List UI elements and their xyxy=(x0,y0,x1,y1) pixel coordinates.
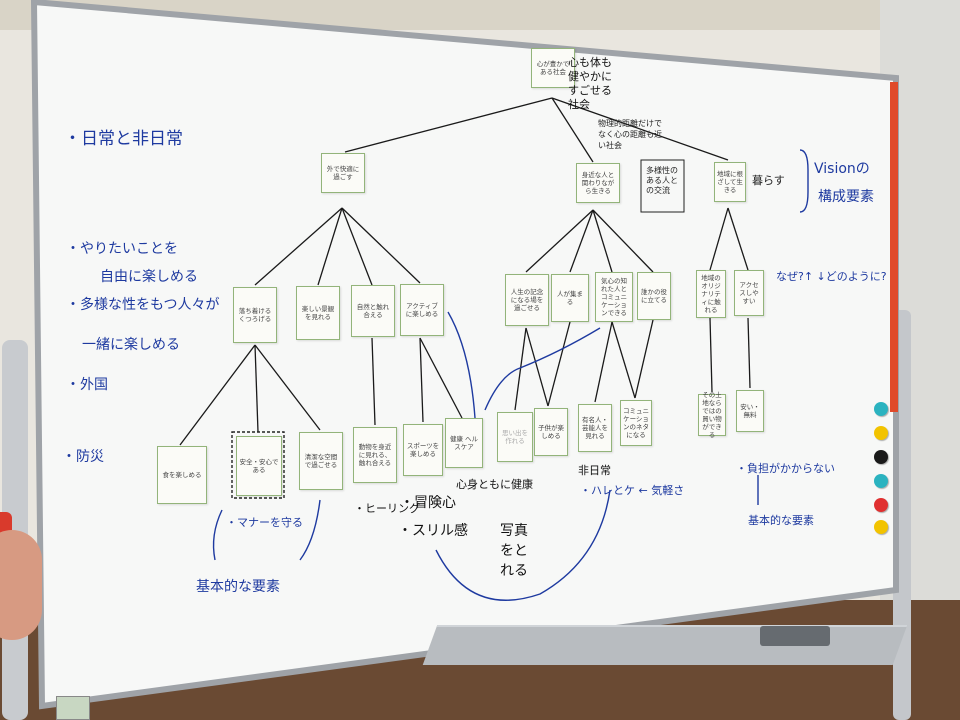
magnet xyxy=(874,498,888,512)
sticky-note: 気心の知れた人とコミュニケーションできる xyxy=(595,272,633,322)
sticky-note: 子供が楽しめる xyxy=(534,408,568,456)
sticky-note-faded: 思い出を作れる xyxy=(497,412,533,462)
handwritten-text: 構成要素 xyxy=(818,189,874,205)
handwritten-text: 基本的な要素 xyxy=(748,514,814,527)
sticky-note: 地域のオリジナリティに触れる xyxy=(696,270,726,318)
sticky-note: 楽しい景観を見れる xyxy=(296,286,340,340)
handwritten-text: 非日常 xyxy=(578,464,611,477)
handwritten-text: 多様性のある人との交流 xyxy=(646,166,678,195)
handwritten-text: ・ハレとケ ← 気軽さ xyxy=(580,484,685,497)
sticky-note: 清潔な空間で過ごせる xyxy=(299,432,343,490)
handwritten-text: ・スリル感 xyxy=(398,523,468,539)
whiteboard-red-edge xyxy=(890,82,898,412)
sticky-note: 人生の記念になる場を過ごせる xyxy=(505,274,549,326)
sticky-note: 自然と触れ合える xyxy=(351,285,395,337)
sticky-note: 身近な人と関わりながら生きる xyxy=(576,163,620,203)
sticky-note: アクセスしやすい xyxy=(734,270,764,316)
handwritten-text: なぜ?↑ ↓どのように? xyxy=(776,270,887,283)
handwritten-text: Visionの xyxy=(814,161,870,177)
person-hand xyxy=(0,530,42,640)
marker-tray xyxy=(422,625,908,665)
sticky-note: 動物を身近に見れる、触れ合える xyxy=(353,427,397,483)
magnet xyxy=(874,426,888,440)
sticky-note: 健康 ヘルスケア xyxy=(445,418,483,468)
sticky-note: 地域に根ざして生きる xyxy=(714,162,746,202)
magnet xyxy=(874,402,888,416)
sticky-note: アクティブに楽しめる xyxy=(400,284,444,336)
magnet xyxy=(874,450,888,464)
sticky-note: 有名人・芸能人を見れる xyxy=(578,404,612,452)
sticky-note: スポーツを楽しめる xyxy=(403,424,443,476)
sticky-note: 食を楽しめる xyxy=(157,446,207,504)
handwritten-text: 基本的な要素 xyxy=(196,579,280,595)
handwritten-text: 心身ともに健康 xyxy=(456,478,533,491)
sticky-note: その土地ならではの買い物ができる xyxy=(698,391,726,439)
handwritten-text: ・冒険心 xyxy=(400,495,456,511)
sticky-note: 安全・安心である xyxy=(236,436,282,496)
sticky-note: 外で快適に過ごす xyxy=(321,153,365,193)
tree-lines xyxy=(179,97,751,446)
sticky-note: 人が集まる xyxy=(551,274,589,322)
handwritten-text: 暮らす xyxy=(752,174,785,187)
sticky-note: コミュニケーションのネタになる xyxy=(620,400,652,446)
handwritten-text: ・日常と非日常 xyxy=(64,129,183,149)
board-sticker xyxy=(56,696,90,720)
handwritten-text: 物理的距離だけでなく心の距離も近い社会 xyxy=(598,119,662,150)
handwritten-text: ・多様な性をもつ人々が xyxy=(66,297,220,313)
handwritten-text: ・防災 xyxy=(62,449,104,465)
handwritten-text: 写真をとれる xyxy=(500,523,528,579)
handwritten-text: ・外国 xyxy=(66,377,108,393)
handwritten-text: ・負担がかからない xyxy=(736,462,835,475)
sticky-note: 誰かの役に立てる xyxy=(637,272,671,320)
eraser xyxy=(760,626,830,646)
magnet xyxy=(874,520,888,534)
handwritten-text: ・マナーを守る xyxy=(226,516,303,529)
sticky-note-top: 心が豊かである社会 xyxy=(531,48,575,88)
handwritten-text: ・ヒーリング xyxy=(354,502,420,515)
magnet xyxy=(874,474,888,488)
handwritten-text: 一緒に楽しめる xyxy=(82,337,180,353)
handwritten-text: ・やりたいことを xyxy=(66,241,178,257)
handwritten-text: 心も体も健やかにすごせる社会 xyxy=(568,56,612,111)
blue-annotations xyxy=(212,149,809,601)
sticky-note: 落ち着ける くつろげる xyxy=(233,287,277,343)
sticky-note: 安い・無料 xyxy=(736,390,764,432)
handwritten-text: 自由に楽しめる xyxy=(100,269,198,285)
